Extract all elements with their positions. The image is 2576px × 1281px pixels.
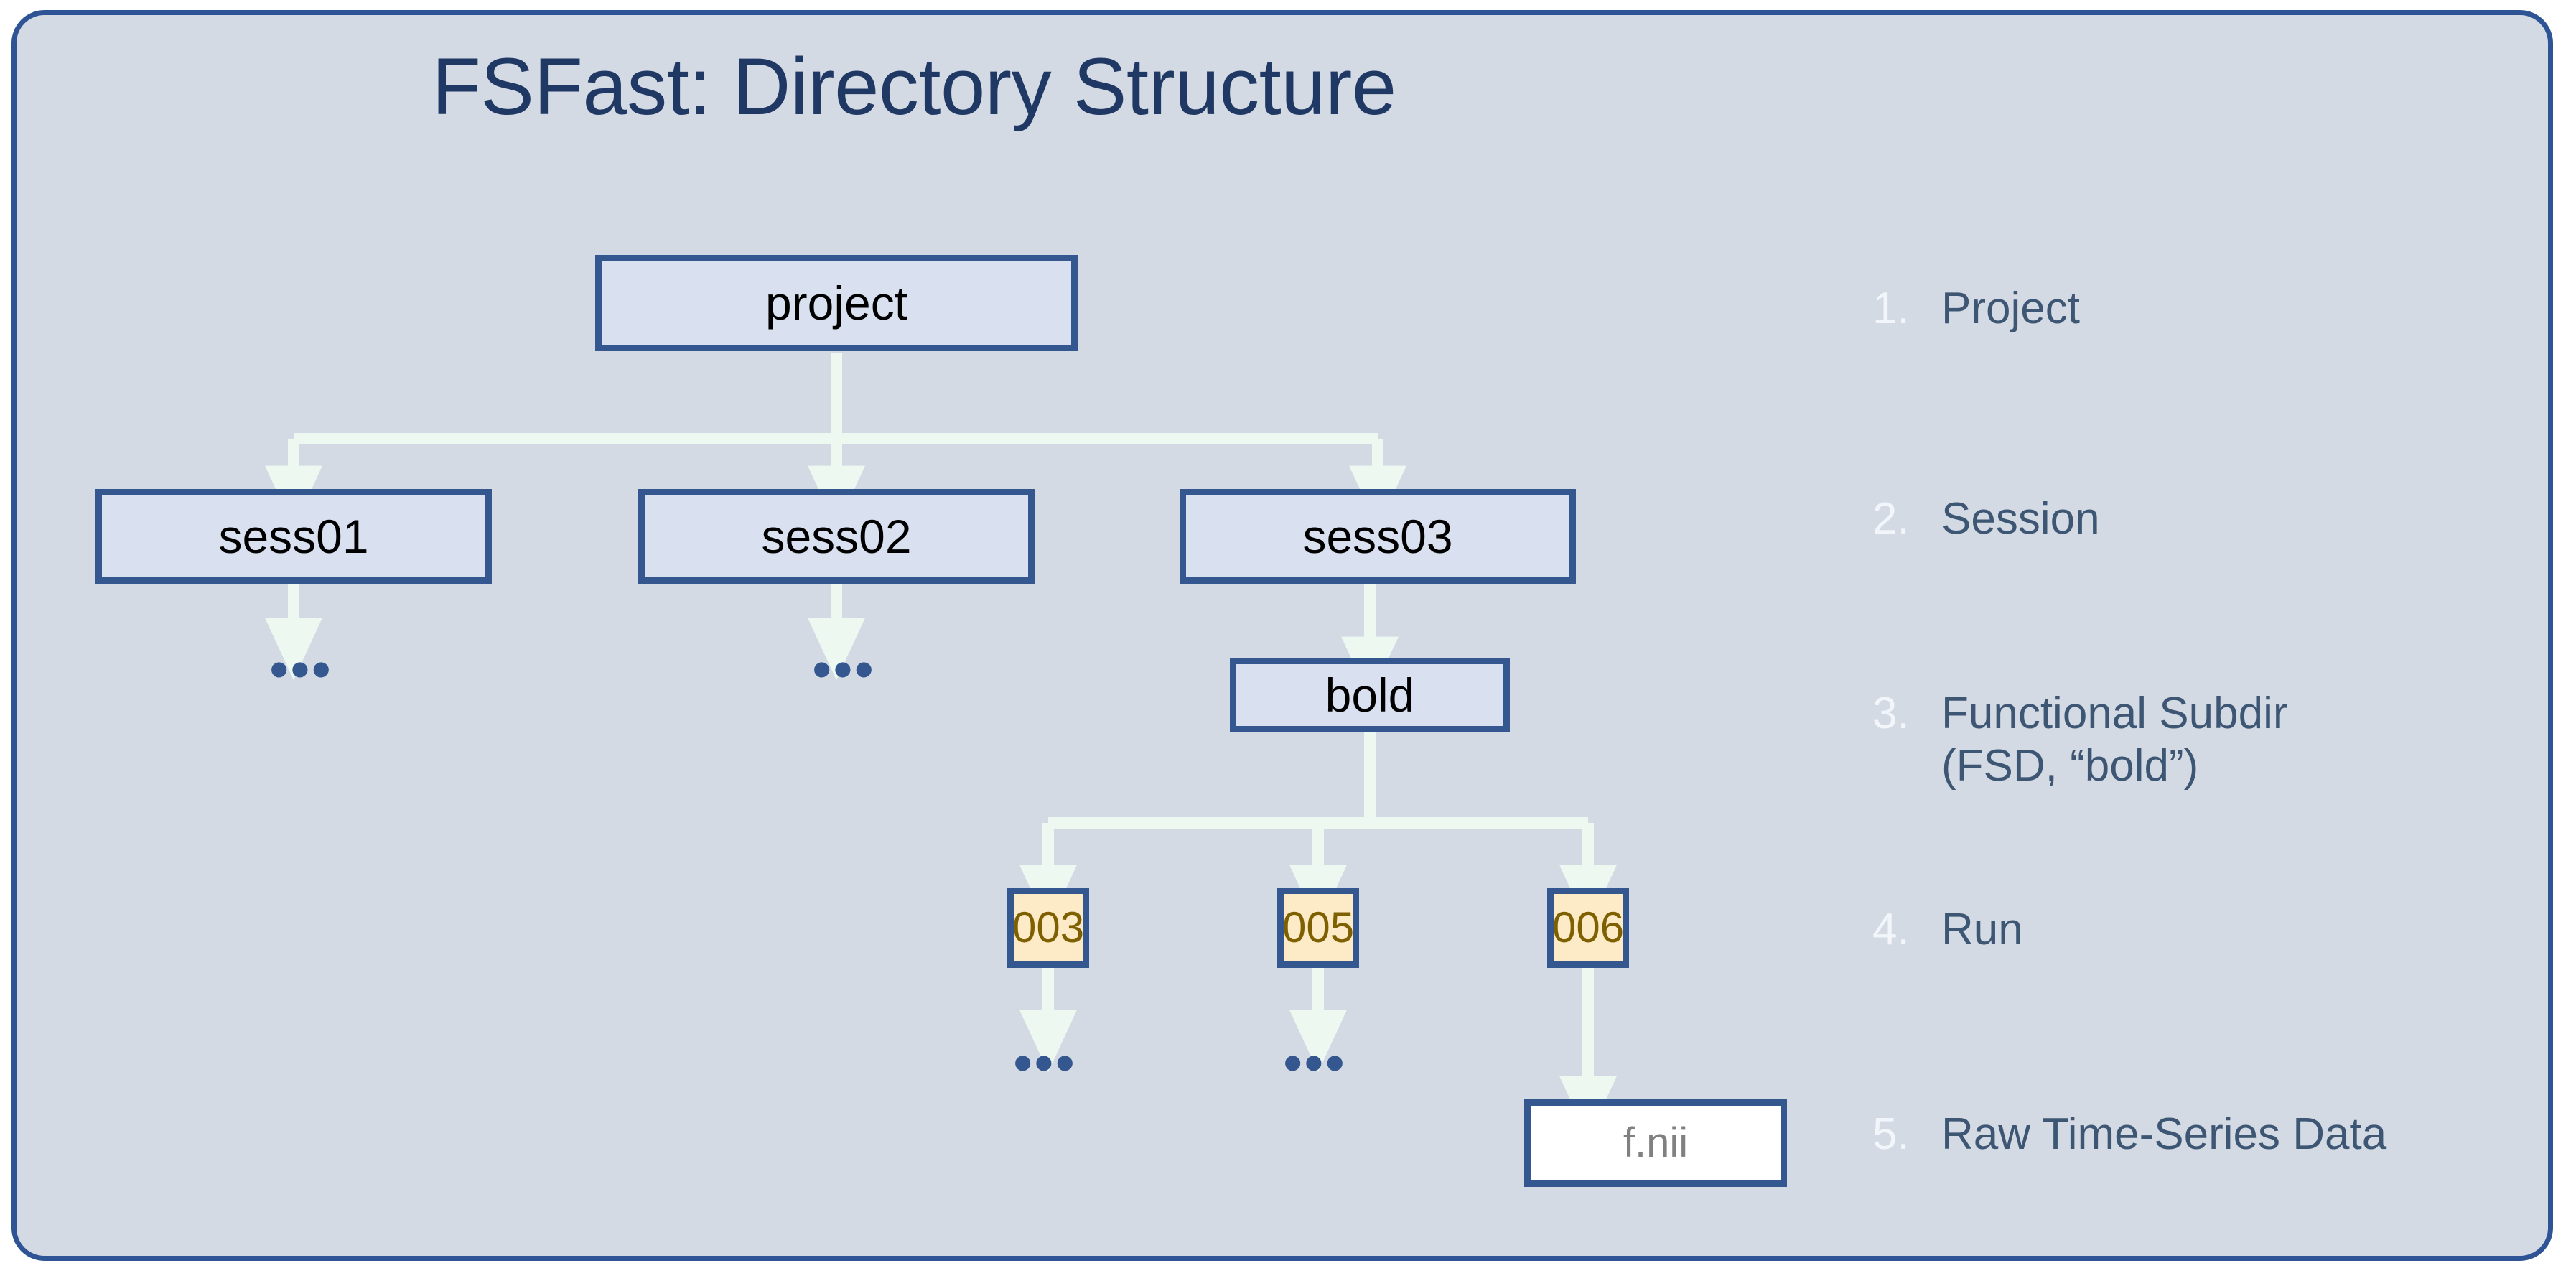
directory-tree-diagram: project sess01 sess02 sess03 bold 003 00… bbox=[17, 15, 2548, 1256]
legend-number: 1. bbox=[1872, 284, 1910, 333]
legend-label: Session bbox=[1941, 494, 2100, 544]
node-project-label: project bbox=[765, 276, 908, 330]
legend-label: Run bbox=[1941, 905, 2023, 954]
node-run-006-label: 006 bbox=[1551, 903, 1625, 951]
legend-item-session: 2. Session bbox=[1872, 493, 2100, 545]
node-sess02[interactable]: sess02 bbox=[638, 489, 1035, 584]
legend-list: 1. Project 2. Session 3. Functional Subd… bbox=[1872, 15, 2548, 1256]
legend-item-project: 1. Project bbox=[1872, 282, 2080, 335]
node-project[interactable]: project bbox=[595, 255, 1078, 351]
node-bold-label: bold bbox=[1325, 669, 1415, 722]
node-run-005-label: 005 bbox=[1282, 903, 1355, 951]
node-file-fnii-label: f.nii bbox=[1623, 1119, 1689, 1166]
ellipsis-marker: ••• bbox=[812, 638, 875, 701]
node-file-fnii[interactable]: f.nii bbox=[1524, 1099, 1787, 1187]
ellipsis-marker: ••• bbox=[269, 638, 332, 701]
legend-number: 5. bbox=[1872, 1109, 1910, 1159]
legend-label: Project bbox=[1941, 284, 2080, 333]
legend-item-functional-subdir: 3. Functional Subdir (FSD, “bold”) bbox=[1872, 687, 2288, 792]
legend-number: 2. bbox=[1872, 494, 1910, 544]
node-sess02-label: sess02 bbox=[761, 510, 912, 563]
node-run-003-label: 003 bbox=[1012, 903, 1085, 951]
node-run-003[interactable]: 003 bbox=[1007, 888, 1089, 968]
node-run-006[interactable]: 006 bbox=[1547, 888, 1629, 968]
ellipsis-marker: ••• bbox=[1283, 1031, 1346, 1094]
node-sess03[interactable]: sess03 bbox=[1180, 489, 1576, 584]
legend-label: Raw Time-Series Data bbox=[1941, 1109, 2387, 1159]
node-bold[interactable]: bold bbox=[1230, 658, 1510, 732]
legend-number: 3. bbox=[1872, 689, 1910, 738]
legend-label: Functional Subdir (FSD, “bold”) bbox=[1941, 689, 2288, 791]
legend-item-run: 4. Run bbox=[1872, 903, 2023, 956]
node-run-005[interactable]: 005 bbox=[1277, 888, 1359, 968]
connector-layer bbox=[265, 353, 1617, 1138]
node-sess01-label: sess01 bbox=[218, 510, 369, 563]
node-sess01[interactable]: sess01 bbox=[95, 489, 492, 584]
page-title: FSFast: Directory Structure bbox=[431, 42, 1396, 131]
node-sess03-label: sess03 bbox=[1302, 510, 1453, 563]
legend-number: 4. bbox=[1872, 905, 1910, 954]
slide-frame: FSFast: Directory Structure bbox=[11, 10, 2553, 1261]
legend-item-raw-time-series: 5. Raw Time-Series Data bbox=[1872, 1108, 2386, 1160]
ellipsis-marker: ••• bbox=[1013, 1031, 1076, 1094]
